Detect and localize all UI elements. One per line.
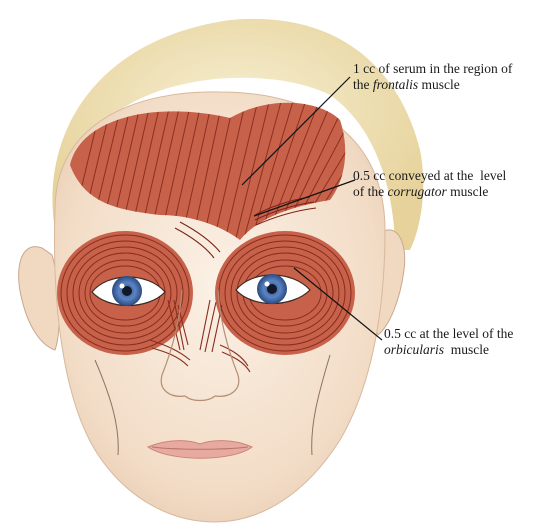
frontalis-muscle-name: frontalis <box>373 77 418 92</box>
corrugator-annotation-line1: 0.5 cc conveyed at the level <box>353 168 506 184</box>
corrugator-annotation-line2: of the corrugator muscle <box>353 184 506 200</box>
corrugator-annotation: 0.5 cc conveyed at the level of the corr… <box>353 168 506 200</box>
frontalis-prefix: the <box>353 77 373 92</box>
corrugator-suffix: muscle <box>447 184 489 199</box>
left-ear <box>19 247 60 350</box>
frontalis-annotation-line1: 1 cc of serum in the region of <box>353 61 512 77</box>
corrugator-muscle-name: corrugator <box>388 184 447 199</box>
orbicularis-muscle-name: orbicularis <box>384 342 444 357</box>
corrugator-prefix: of the <box>353 184 388 199</box>
frontalis-annotation-line2: the frontalis muscle <box>353 77 512 93</box>
orbicularis-annotation-line2: orbicularis muscle <box>384 342 513 358</box>
orbicularis-annotation-line1: 0.5 cc at the level of the <box>384 326 513 342</box>
frontalis-annotation: 1 cc of serum in the region of the front… <box>353 61 512 93</box>
orbicularis-suffix: muscle <box>444 342 489 357</box>
orbicularis-annotation: 0.5 cc at the level of the orbicularis m… <box>384 326 513 358</box>
frontalis-suffix: muscle <box>418 77 460 92</box>
